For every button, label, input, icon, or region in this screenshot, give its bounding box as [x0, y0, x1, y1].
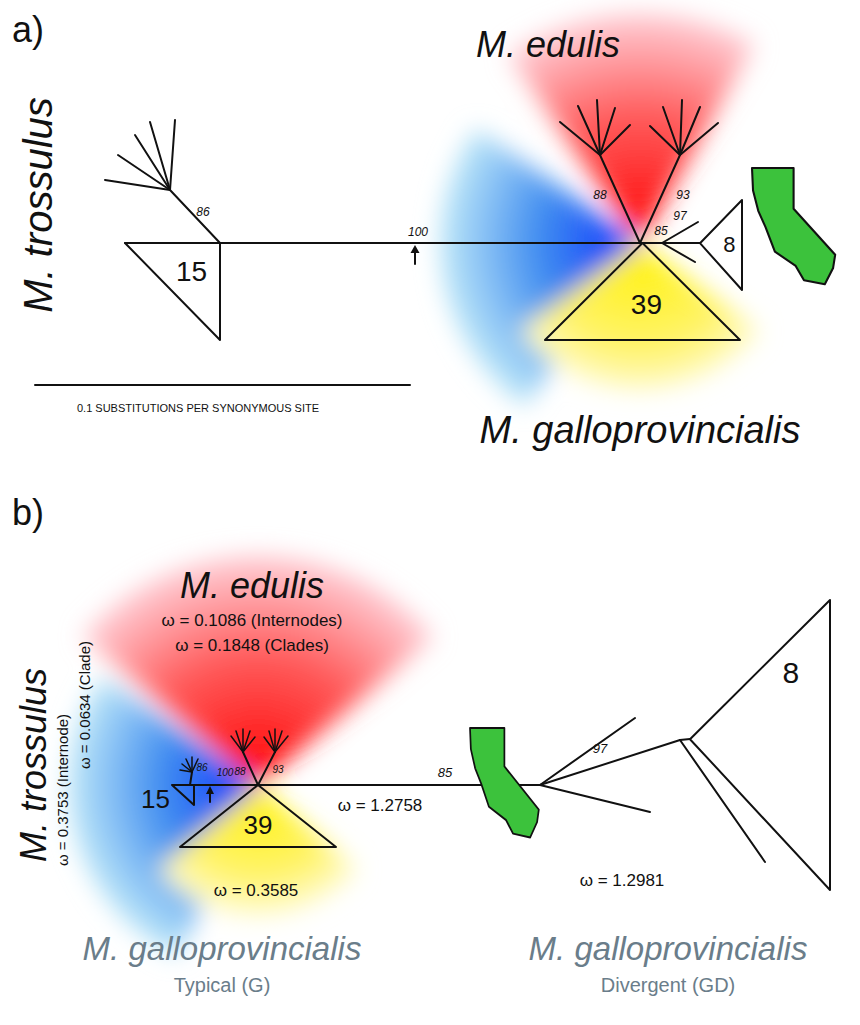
- tree-annotation: ω = 1.2758: [338, 797, 423, 814]
- clade-triangle: 15: [172, 785, 194, 805]
- tree-annotation: 88: [593, 189, 606, 201]
- tree-annotation: 85: [438, 766, 452, 779]
- tree-annotation: 85: [654, 225, 667, 237]
- clade-count: 39: [244, 812, 273, 838]
- tree-annotation: ω = 0.3753 (Internode): [55, 714, 70, 866]
- tree-annotation: 100: [217, 768, 234, 778]
- california-map: [470, 728, 539, 837]
- triangle-outline: [690, 600, 830, 890]
- species-name: M. trossulus: [18, 97, 58, 313]
- tree-annotation: ω = 0.3585: [214, 882, 299, 899]
- species-name: M. galloprovincialis: [479, 411, 800, 449]
- tree-branches: [175, 718, 765, 862]
- clade-glow: [440, 13, 760, 407]
- tree-annotation: 100: [408, 226, 428, 238]
- tree-annotation: Typical (G): [174, 975, 271, 995]
- clade-triangle: 39: [180, 785, 336, 847]
- clade-count: 15: [141, 786, 170, 812]
- tree-annotation: ω = 0.1848 (Clades): [175, 637, 329, 654]
- clade-triangle: 39: [545, 243, 740, 340]
- tree-annotation: 97: [593, 742, 607, 755]
- tree-annotation: 88: [234, 767, 245, 777]
- tree-annotation: 97: [673, 210, 686, 222]
- tree-annotation: ω = 0.1086 (Internodes): [161, 612, 342, 629]
- tree-annotation: Divergent (GD): [601, 975, 735, 995]
- california-map: [752, 168, 835, 284]
- clade-triangle: 15: [125, 243, 220, 340]
- arrow-head: [206, 786, 214, 794]
- arrow-head: [411, 245, 420, 253]
- species-name: M. trossulus: [16, 668, 52, 862]
- tree-annotation: 86: [196, 763, 207, 773]
- tree-annotation: 0.1 SUBSTITUTIONS PER SYNONYMOUS SITE: [77, 403, 319, 414]
- tree-branches: [35, 100, 718, 385]
- species-name: M. galloprovincialis: [83, 932, 362, 965]
- tree-annotation: ω = 0.0634 (Clade): [77, 641, 92, 769]
- triangle-outline: [700, 200, 742, 290]
- triangle-outline: [172, 785, 194, 805]
- species-name: b): [12, 495, 44, 531]
- species-name: M. edulis: [180, 568, 324, 604]
- clade-glow: [68, 555, 434, 957]
- clade-triangle: 8: [700, 200, 742, 290]
- species-name: M. edulis: [476, 27, 620, 63]
- species-name: a): [12, 12, 44, 48]
- tree-annotation: 93: [272, 765, 283, 775]
- clade-count: 8: [723, 234, 735, 256]
- clade-triangle: 8: [690, 600, 830, 890]
- tree-annotation: 86: [196, 206, 209, 218]
- clade-count: 39: [631, 291, 662, 319]
- tree-annotation: 93: [676, 189, 689, 201]
- clade-count: 8: [782, 658, 799, 688]
- clade-count: 15: [176, 258, 207, 286]
- tree-annotation: ω = 1.2981: [580, 872, 665, 889]
- species-name: M. galloprovincialis: [529, 932, 808, 965]
